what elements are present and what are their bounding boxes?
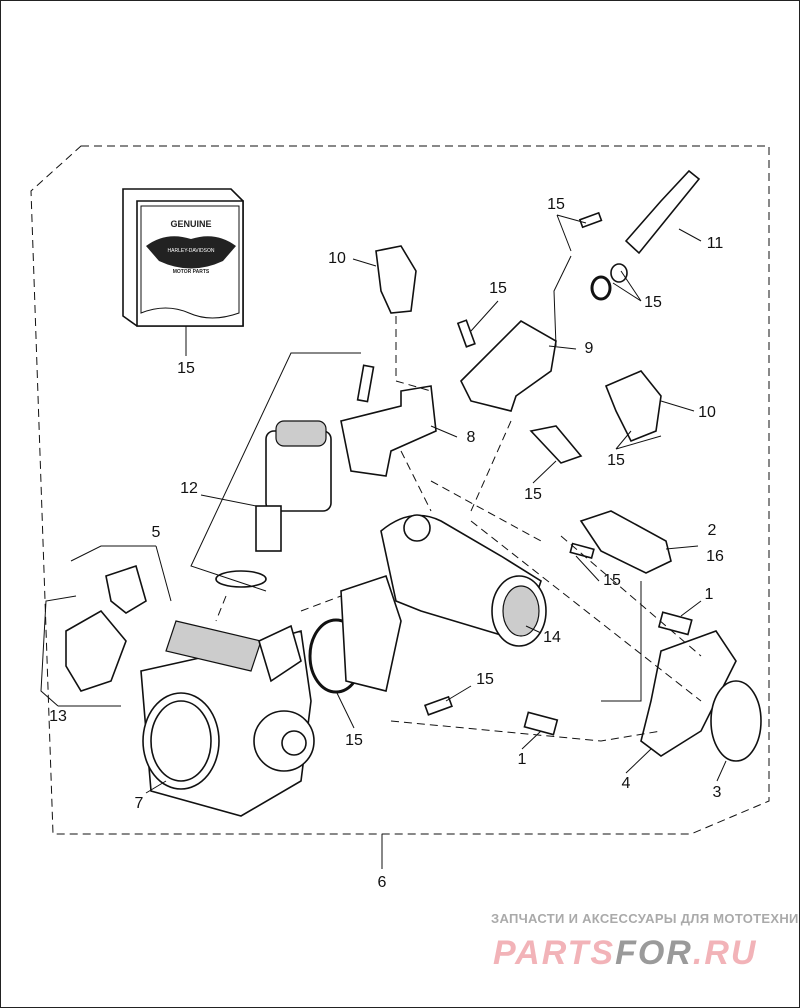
- logo-genuine: GENUINE: [170, 219, 211, 229]
- throttle-body: [140, 620, 315, 817]
- callout: 11: [707, 235, 724, 252]
- fuel-line: [624, 169, 701, 255]
- seal: [710, 680, 762, 762]
- callout: 15: [547, 196, 565, 213]
- callout: 1: [518, 751, 527, 768]
- idle-air-control: [215, 420, 332, 588]
- o-ring-small: [590, 275, 612, 301]
- fuel-supply-fitting: [460, 320, 557, 412]
- screws: [356, 211, 693, 736]
- kit-boundary: [30, 145, 770, 835]
- callout: 15: [177, 360, 195, 377]
- brand-ru: .RU: [692, 934, 758, 972]
- genuine-parts-box: GENUINE HARLEY-DAVIDSON MOTOR PARTS: [122, 188, 244, 327]
- callout: 10: [328, 250, 346, 267]
- brand-for: FOR: [615, 934, 693, 972]
- callout: 15: [607, 452, 625, 469]
- callout: 4: [622, 775, 631, 792]
- callout: 15: [489, 280, 507, 297]
- leader-lines: [40, 214, 727, 869]
- callout: 3: [713, 784, 722, 801]
- callout: 15: [476, 671, 494, 688]
- callout: 15: [345, 732, 363, 749]
- callout-labels: 15 11 10 15 15 9 15 8 10 15 12 15 5 2 16…: [49, 196, 724, 891]
- callout: 8: [467, 429, 476, 446]
- callout: 5: [152, 524, 161, 541]
- brand-parts: PARTS: [493, 934, 616, 972]
- callout: 6: [378, 874, 387, 891]
- sensor-13: [65, 609, 127, 692]
- watermark-logo: PARTSFOR.RU: [493, 935, 757, 971]
- callout: 15: [524, 486, 542, 503]
- intake-manifold: [340, 514, 547, 692]
- callout: 15: [603, 572, 621, 589]
- callout: 14: [543, 629, 561, 646]
- map-sensor: [579, 510, 672, 574]
- callout: 9: [585, 340, 594, 357]
- washer: [610, 263, 628, 283]
- fuel-injector-right: [604, 370, 662, 443]
- callout: 7: [135, 795, 144, 812]
- clip: [529, 425, 583, 464]
- flange: [640, 630, 737, 757]
- throttle-position-sensor: [105, 564, 147, 614]
- callout: 12: [180, 480, 198, 497]
- fuel-injector-left: [375, 245, 417, 314]
- callout: 2: [708, 522, 717, 539]
- logo-brand: HARLEY-DAVIDSON: [168, 248, 215, 254]
- fuel-rail: [340, 385, 437, 477]
- callout: 16: [706, 548, 724, 565]
- logo-motor-parts: MOTOR PARTS: [173, 269, 210, 275]
- callout: 13: [49, 708, 67, 725]
- callout: 1: [705, 586, 714, 603]
- callout: 15: [644, 294, 662, 311]
- watermark-tagline: ЗАПЧАСТИ И АКСЕССУАРЫ ДЛЯ МОТОТЕХНИКИ: [491, 911, 800, 926]
- callout: 10: [698, 404, 716, 421]
